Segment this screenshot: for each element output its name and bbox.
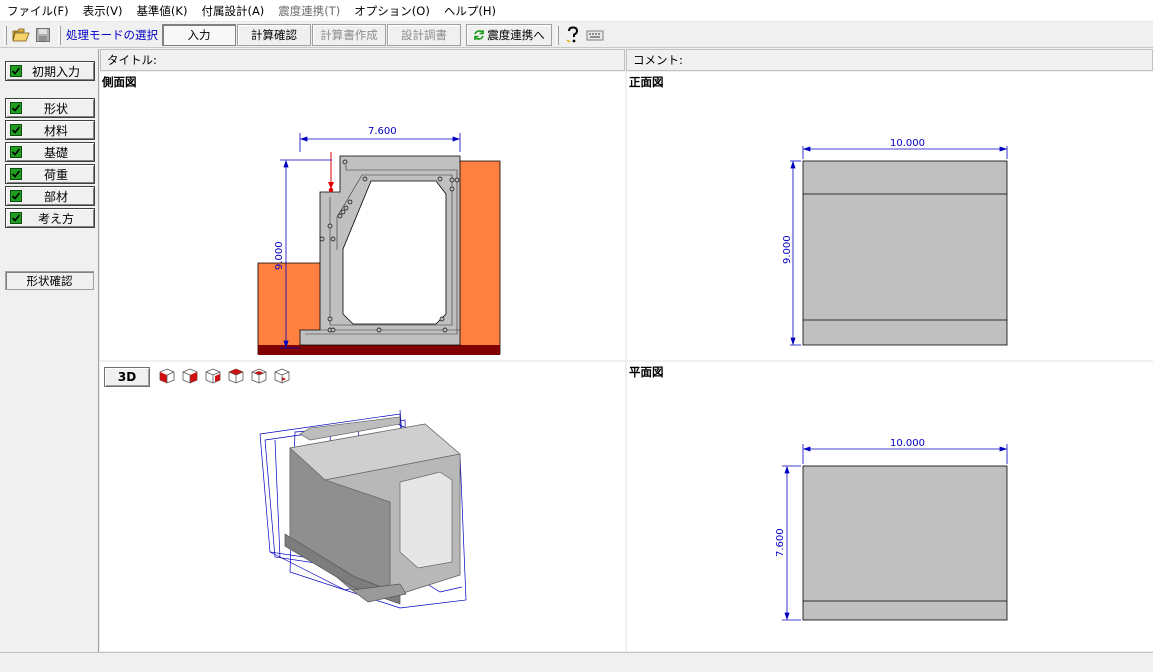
mode-input-button[interactable]: 入力 — [162, 24, 236, 46]
open-folder-icon — [12, 28, 30, 42]
menu-options[interactable]: オプション(O) — [354, 3, 430, 18]
menu-seismic-link[interactable]: 震度連携(T) — [278, 3, 341, 18]
checkbox-checked-icon — [10, 65, 22, 77]
help-icon — [566, 26, 579, 43]
plan-view-title: 平面図 — [629, 365, 664, 379]
menu-standards[interactable]: 基準値(K) — [136, 3, 188, 18]
3d-view-panel[interactable]: 3D — [100, 362, 625, 651]
checkbox-checked-icon — [10, 146, 22, 158]
sidebar-item-label: 初期入力 — [31, 64, 80, 79]
front-view-drawing: 10.000 9.000 — [782, 138, 1008, 346]
sidebar-item-member[interactable]: 部材 — [5, 186, 95, 206]
plan-width-dimension: 10.000 — [890, 438, 925, 449]
plan-height-dimension: 7.600 — [775, 528, 786, 557]
cube-view-2-icon[interactable] — [181, 367, 199, 385]
mode-design-doc-button[interactable]: 設計調書 — [387, 24, 461, 46]
help-button[interactable] — [562, 24, 584, 46]
sidebar-item-initial-input[interactable]: 初期入力 — [5, 61, 95, 81]
sidebar-item-label: 荷重 — [43, 167, 68, 182]
plan-view-panel[interactable]: 平面図 10.000 7.600 — [627, 362, 1153, 651]
comment-bar[interactable]: コメント: — [626, 49, 1153, 71]
sidebar-item-foundation[interactable]: 基礎 — [5, 142, 95, 162]
front-height-dimension: 9.000 — [782, 235, 793, 264]
cube-view-3-icon[interactable] — [204, 367, 222, 385]
toolbar-grip[interactable] — [556, 25, 559, 45]
sidebar-item-approach[interactable]: 考え方 — [5, 208, 95, 228]
input-sidebar: 初期入力 形状 材料 基礎 荷重 部材 考え方 形状確認 — [0, 49, 99, 652]
comment-label: コメント: — [633, 53, 683, 67]
keyboard-button[interactable] — [584, 24, 606, 46]
toolbar-grip[interactable] — [4, 25, 7, 45]
title-label: タイトル: — [107, 53, 157, 67]
menu-help[interactable]: ヘルプ(H) — [443, 3, 496, 18]
sidebar-item-label: 材料 — [43, 123, 68, 138]
menu-view[interactable]: 表示(V) — [82, 3, 123, 18]
seismic-link-button[interactable]: 震度連携へ — [466, 24, 552, 46]
keyboard-icon — [586, 30, 604, 41]
sidebar-item-shape[interactable]: 形状 — [5, 98, 95, 118]
save-disk-icon — [36, 28, 50, 42]
front-view-panel[interactable]: 正面図 10.000 9.000 — [627, 72, 1153, 360]
mode-calc-check-button[interactable]: 計算確認 — [237, 24, 311, 46]
3d-toggle-button[interactable]: 3D — [104, 367, 150, 387]
checkbox-checked-icon — [10, 124, 22, 136]
refresh-icon — [474, 30, 485, 40]
front-view-title: 正面図 — [629, 75, 664, 89]
side-view-panel[interactable]: 側面図 — [100, 72, 625, 360]
side-height-dimension: 9.000 — [274, 241, 285, 270]
checkbox-checked-icon — [10, 212, 22, 224]
sidebar-item-label: 部材 — [43, 189, 68, 204]
mode-report-button[interactable]: 計算書作成 — [312, 24, 386, 46]
side-view-drawing: 7.600 9.000 — [257, 126, 501, 355]
checkbox-checked-icon — [10, 168, 22, 180]
sidebar-item-load[interactable]: 荷重 — [5, 164, 95, 184]
cube-view-6-icon[interactable] — [273, 367, 291, 385]
title-bar[interactable]: タイトル: — [100, 49, 625, 71]
side-view-title: 側面図 — [102, 75, 137, 89]
menu-bar: ファイル(F) 表示(V) 基準値(K) 付属設計(A) 震度連携(T) オプシ… — [0, 0, 1153, 22]
menu-file[interactable]: ファイル(F) — [7, 3, 69, 18]
plan-view-drawing: 10.000 7.600 — [775, 438, 1008, 621]
sidebar-item-label: 形状 — [43, 101, 68, 116]
sidebar-item-material[interactable]: 材料 — [5, 120, 95, 140]
3d-model-drawing — [259, 409, 467, 609]
shape-confirm-button[interactable]: 形状確認 — [5, 271, 94, 290]
side-width-dimension: 7.600 — [368, 126, 397, 137]
cube-view-1-icon[interactable] — [158, 367, 176, 385]
cube-view-4-icon[interactable] — [227, 367, 245, 385]
cube-view-5-icon[interactable] — [250, 367, 268, 385]
front-width-dimension: 10.000 — [890, 138, 925, 149]
toolbar: 処理モードの選択 入力 計算確認 計算書作成 設計調書 震度連携へ — [0, 23, 1153, 48]
save-button[interactable] — [32, 24, 54, 46]
checkbox-checked-icon — [10, 190, 22, 202]
mode-select-label: 処理モードの選択 — [66, 28, 158, 42]
open-folder-button[interactable] — [10, 24, 32, 46]
seismic-link-label: 震度連携へ — [487, 28, 545, 42]
toolbar-grip[interactable] — [58, 25, 61, 45]
status-bar — [0, 652, 1153, 672]
menu-accessory-design[interactable]: 付属設計(A) — [201, 3, 265, 18]
checkbox-checked-icon — [10, 102, 22, 114]
sidebar-item-label: 基礎 — [43, 145, 68, 160]
sidebar-item-label: 考え方 — [37, 211, 74, 226]
